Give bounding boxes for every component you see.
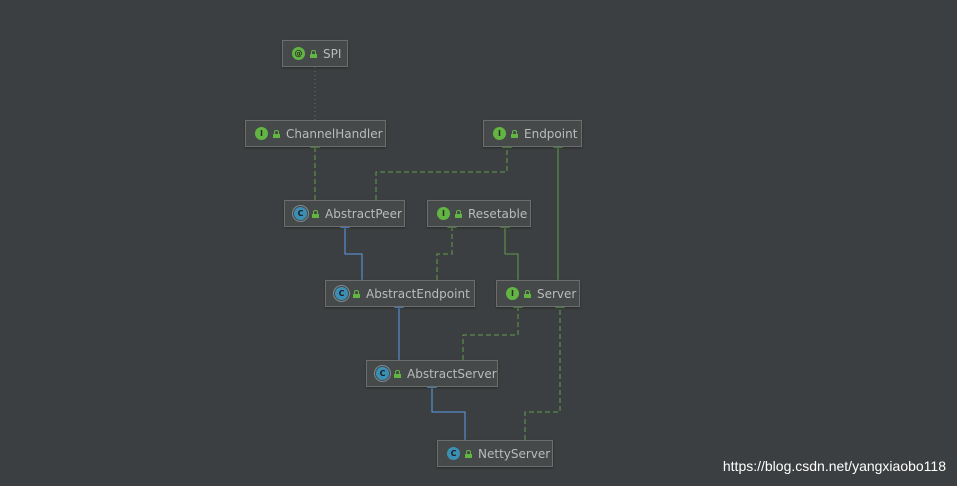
annotation-icon: @ [292,47,305,60]
edge-nettyserver-server [524,299,565,440]
node-label: NettyServer [478,446,551,461]
node-nettyserver[interactable]: C NettyServer [437,440,553,467]
public-visibility-icon [353,289,360,298]
node-abstractpeer[interactable]: C AbstractPeer [284,200,405,227]
edge-abstractserver-server [462,299,523,360]
interface-icon: I [437,207,450,220]
node-endpoint[interactable]: I Endpoint [483,120,582,147]
node-label: Endpoint [524,126,578,141]
public-visibility-icon [310,49,317,58]
node-label: AbstractEndpoint [366,286,470,301]
abstract-class-icon: C [333,285,350,302]
edge-nettyserver-abstractserver [427,379,466,440]
abstract-class-icon: C [292,205,309,222]
node-label: ChannelHandler [286,126,383,141]
node-resetable[interactable]: I Resetable [427,200,531,227]
edge-abstractendpoint-resetable [436,219,457,280]
interface-icon: I [506,287,519,300]
node-label: SPI [323,46,342,61]
public-visibility-icon [465,449,472,458]
public-visibility-icon [455,209,462,218]
interface-icon: I [493,127,506,140]
node-channelhandler[interactable]: I ChannelHandler [245,120,386,147]
node-server[interactable]: I Server [496,280,580,307]
node-label: AbstractServer [407,366,497,381]
edge-abstractpeer-endpoint [375,139,512,200]
abstract-class-icon: C [374,365,391,382]
watermark-url: https://blog.csdn.net/yangxiaobo118 [722,458,946,474]
edge-server-resetable [500,219,519,280]
public-visibility-icon [394,369,401,378]
class-icon: C [447,447,460,460]
node-label: Server [537,286,577,301]
node-label: Resetable [468,206,528,221]
public-visibility-icon [524,289,531,298]
node-label: AbstractPeer [325,206,402,221]
edge-abstractendpoint-abstractpeer [340,219,363,280]
public-visibility-icon [312,209,319,218]
node-spi[interactable]: @ SPI [282,40,348,67]
public-visibility-icon [273,129,280,138]
public-visibility-icon [511,129,518,138]
node-abstractserver[interactable]: C AbstractServer [366,360,498,387]
node-abstractendpoint[interactable]: C AbstractEndpoint [325,280,475,307]
interface-icon: I [255,127,268,140]
